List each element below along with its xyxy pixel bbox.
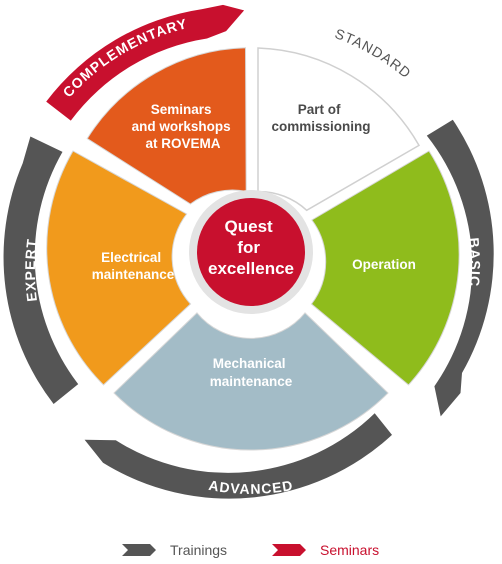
training-arrow-basic <box>426 119 494 417</box>
segment-mechanical <box>113 312 389 451</box>
segment-label-commissioning: Part of commissioning <box>271 102 370 134</box>
pie <box>46 47 460 451</box>
ring-label-basic: BASIC <box>466 237 483 288</box>
segment-label-seminars: Seminars and workshops at ROVEMA <box>132 102 235 151</box>
segment-labels: Seminars and workshops at ROVEMA Part of… <box>92 102 416 389</box>
center-circle <box>197 198 305 306</box>
center-label: Quest for excellence <box>208 217 294 278</box>
segment-label-mechanical: Mechanical maintenance <box>210 356 293 389</box>
outer-ring <box>3 4 494 499</box>
ring-label-advanced: ADVANCED <box>207 477 294 497</box>
legend: Trainings Seminars <box>0 538 502 562</box>
segment-seminars <box>86 47 247 205</box>
segment-operation <box>310 150 460 386</box>
legend-label-trainings: Trainings <box>170 542 228 558</box>
seminar-arrow-complementary <box>46 4 245 121</box>
segment-label-operation: Operation <box>352 257 416 272</box>
segment-commissioning <box>257 47 421 212</box>
legend-item-trainings: Trainings <box>122 538 227 562</box>
segment-label-electrical: Electrical maintenance <box>92 250 175 282</box>
legend-item-seminars: Seminars <box>272 538 379 562</box>
center-hub: Quest for excellence <box>189 190 313 314</box>
seminar-chevron-icon <box>272 544 306 556</box>
legend-label-seminars: Seminars <box>320 542 380 558</box>
training-arrow-advanced <box>84 413 392 499</box>
training-chevron-icon <box>122 544 156 556</box>
segment-electrical <box>46 150 192 386</box>
training-arrow-expert <box>3 136 79 404</box>
